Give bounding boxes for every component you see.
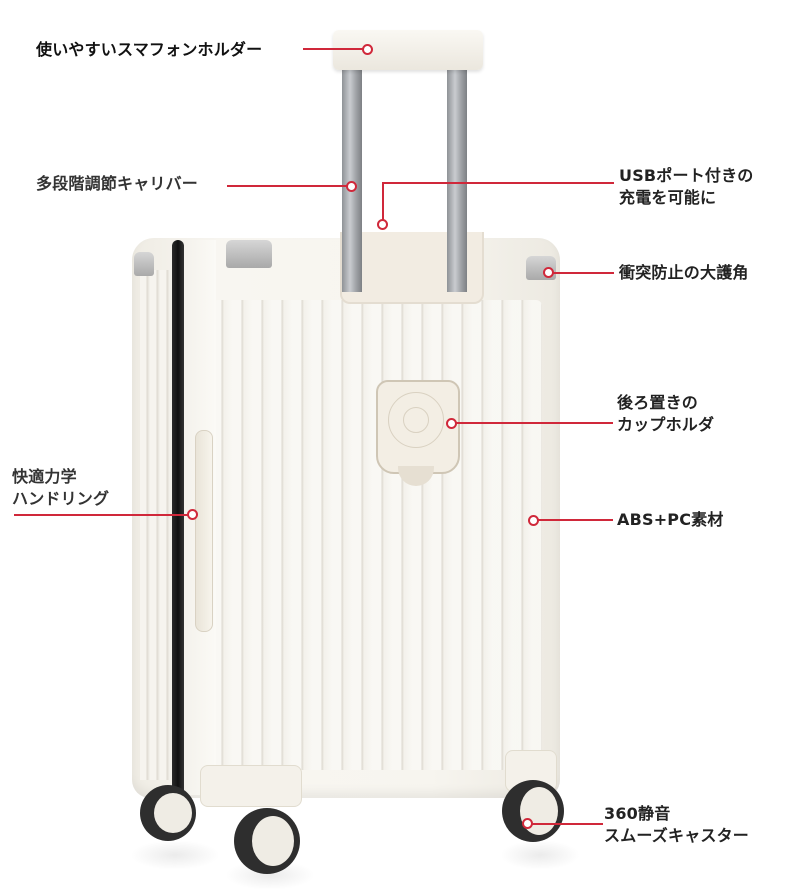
callout-label-side-handle: 快適力学 ハンドリング: [12, 466, 109, 510]
callout-dot: [522, 818, 533, 829]
callout-text: USBポート付きの: [619, 166, 754, 185]
callout-text: 後ろ置きの: [617, 393, 699, 412]
callout-line: [552, 272, 614, 274]
callout-text: 充電を可能に: [619, 188, 717, 207]
wheel-front-right: [234, 808, 300, 874]
handle-grip: [333, 30, 483, 70]
callout-label-corner-guard: 衝突防止の大護角: [619, 262, 749, 284]
callout-label-phone-holder: 使いやすいスマフォンホルダー: [36, 39, 262, 61]
rod-base-right: [447, 232, 467, 292]
callout-line: [537, 519, 613, 521]
callout-dot: [543, 267, 554, 278]
callout-line: [382, 182, 614, 184]
callout-line: [455, 422, 613, 424]
callout-text: 360静音: [604, 804, 671, 823]
callout-line: [303, 48, 365, 50]
telescopic-rod-left: [342, 66, 362, 286]
callout-text: 使いやすいスマフォンホルダー: [36, 40, 263, 59]
callout-label-cup-holder: 後ろ置きの カップホルダ: [617, 392, 714, 436]
wheel-hub: [252, 816, 294, 866]
callout-line: [382, 182, 384, 220]
callout-label-material: ABS+PC素材: [617, 509, 724, 531]
callout-dot: [528, 515, 539, 526]
wheel-back-right: [502, 780, 564, 842]
callout-text: スムーズキャスター: [604, 826, 750, 845]
corner-guard-left: [134, 252, 154, 276]
callout-line: [14, 514, 188, 516]
callout-dot: [346, 181, 357, 192]
callout-text: カップホルダ: [617, 415, 715, 434]
callout-dot: [446, 418, 457, 429]
callout-text: ハンドリング: [12, 489, 110, 508]
wheel-shadow: [130, 840, 220, 870]
callout-line: [227, 185, 347, 187]
callout-text: 衝突防止の大護角: [619, 263, 749, 282]
cup-holder-ring: [388, 392, 444, 448]
wheel-hub: [154, 793, 192, 833]
callout-label-telescopic-handle: 多段階調節キャリバー: [36, 173, 198, 195]
wheel-front-left: [140, 785, 196, 841]
callout-text: ABS+PC素材: [617, 510, 724, 529]
bottom-foot: [200, 765, 302, 807]
callout-line: [531, 823, 603, 825]
corner-guard-top: [226, 240, 272, 268]
side-handle: [195, 430, 213, 632]
front-ribs: [140, 270, 170, 780]
callout-dot: [187, 509, 198, 520]
callout-text: 快適力学: [12, 467, 77, 486]
callout-label-usb-port: USBポート付きの 充電を可能に: [619, 165, 754, 209]
callout-dot: [377, 219, 388, 230]
callout-text: 多段階調節キャリバー: [36, 174, 199, 193]
callout-label-wheels: 360静音 スムーズキャスター: [604, 803, 749, 847]
cup-holder-tab: [398, 466, 434, 486]
telescopic-rod-right: [447, 66, 467, 286]
wheel-shadow: [500, 840, 580, 870]
callout-dot: [362, 44, 373, 55]
zipper: [172, 240, 184, 800]
back-ribs: [212, 300, 542, 770]
cup-holder-ring-inner: [403, 407, 429, 433]
rod-base-left: [342, 232, 362, 292]
